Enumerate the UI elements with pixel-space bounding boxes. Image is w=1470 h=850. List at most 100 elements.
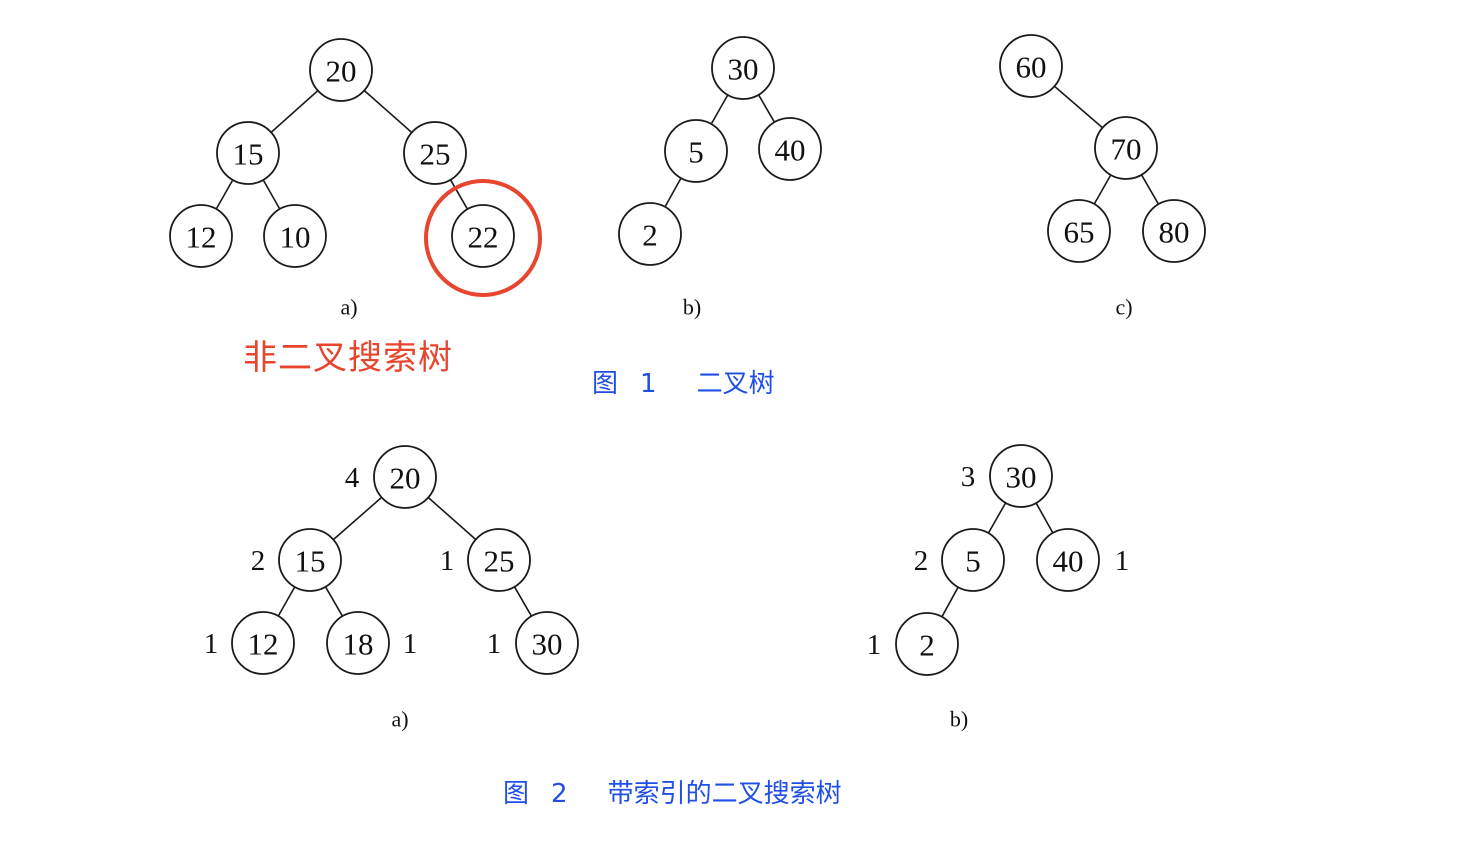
figure2-caption-number: 2 [551,779,568,809]
tree-node: 15 [278,528,342,592]
tree-node-value: 20 [326,54,357,89]
tree-node: 30 [711,36,775,100]
tree-node-circle [278,528,342,592]
tree-node-value: 5 [965,544,981,579]
tree-node-value: 25 [420,137,451,172]
tree-edge [270,90,319,133]
tree-node-circle [711,36,775,100]
tree-edge [757,94,776,123]
tree-node-index: 2 [251,545,266,577]
tree-node-circle [263,204,327,268]
tree-node-value: 40 [1053,544,1084,579]
tree-node-index: 1 [867,629,882,661]
tree-edge [1140,174,1160,205]
tree-edge [332,496,383,541]
tree-node-circle [467,528,531,592]
tree-edge [1035,502,1054,534]
tree-node-index: 2 [914,545,929,577]
tree-node-value: 2 [642,218,658,253]
tree-node: 60 [999,34,1063,98]
tree-node-value: 22 [468,220,499,255]
tree-edge [427,496,477,541]
tree-node-circle [373,445,437,509]
tree-node-circle [1094,116,1158,180]
tree-node-index: 1 [1115,545,1130,577]
tree-node-circle [169,204,233,268]
tree-node-value: 80 [1159,215,1190,250]
tree-node: 20 [309,38,373,102]
highlight-circle [424,179,542,297]
tree-node-value: 20 [390,461,421,496]
figure2-caption-title: 带索引的二叉搜索树 [607,779,842,809]
tree-node-value: 70 [1111,132,1142,167]
tree-edge [215,179,234,210]
tree-node-circle [941,528,1005,592]
tree-node-circle [999,34,1063,98]
tree-node-index: 3 [961,461,976,493]
tree-edge [513,586,533,617]
tree-node-value: 15 [233,137,264,172]
tree-node-circle [231,611,295,675]
tree-edge [1093,174,1112,205]
tree-node: 2 [618,202,682,266]
tree-node-value: 30 [1006,460,1037,495]
tree-node: 22 [451,204,515,268]
tree-edge [664,177,682,208]
tree-node: 65 [1047,199,1111,263]
tree-edge [363,89,413,134]
figure2-sublabel: a) [391,707,408,732]
tree-node: 70 [1094,116,1158,180]
figure2-sublabel: b) [950,707,968,732]
tree-node-value: 10 [280,220,311,255]
tree-node: 18 [326,611,390,675]
edges-layer [215,85,1160,618]
tree-node-value: 12 [186,220,217,255]
tree-edge [324,586,344,617]
tree-node-value: 65 [1064,215,1095,250]
figure1-caption-title: 二叉树 [696,369,775,399]
tree-edge [710,94,729,125]
tree-edge [277,586,296,617]
tree-node-circle [451,204,515,268]
tree-node-index: 1 [403,628,418,660]
non-bst-note: 非二叉搜索树 [243,338,453,378]
tree-node-circle [326,611,390,675]
tree-node-value: 25 [484,544,515,579]
tree-node-value: 30 [532,627,563,662]
tree-node: 40 [1036,528,1100,592]
tree-node: 5 [664,119,728,183]
tree-node-circle [895,612,959,676]
tree-node: 10 [263,204,327,268]
tree-node: 25 [467,528,531,592]
figure1-caption-number: 1 [640,369,657,399]
tree-node: 12 [169,204,233,268]
tree-node: 30 [989,444,1053,508]
tree-edge [262,179,281,210]
tree-node: 80 [1142,199,1206,263]
tree-node-index: 4 [345,462,360,494]
tree-node: 20 [373,445,437,509]
tree-node-value: 15 [295,544,326,579]
figure1-sublabel: a) [340,295,357,320]
figure1-sublabel: b) [683,295,701,320]
tree-node-circle [1036,528,1100,592]
tree-edge [1053,85,1104,129]
tree-node-value: 2 [919,628,935,663]
tree-node: 15 [216,121,280,185]
tree-node-circle [403,121,467,185]
tree-node-circle [758,117,822,181]
tree-node-index: 1 [440,545,455,577]
tree-node: 5 [941,528,1005,592]
tree-node: 12 [231,611,295,675]
figure1-caption-prefix: 图 [592,369,619,399]
tree-node-value: 18 [343,627,374,662]
tree-node-circle [618,202,682,266]
tree-node-value: 5 [688,135,704,170]
tree-edge [941,586,959,618]
tree-node-index: 1 [487,628,502,660]
tree-node: 2 [895,612,959,676]
